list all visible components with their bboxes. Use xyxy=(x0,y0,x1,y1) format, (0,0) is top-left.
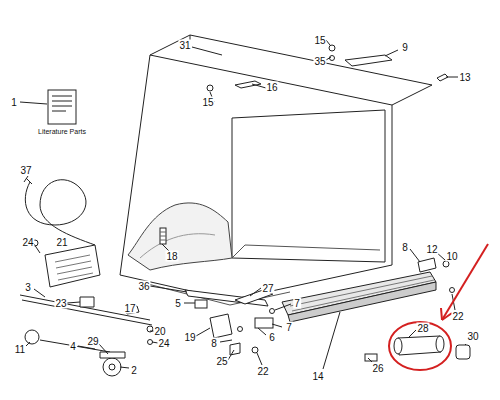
callout-number: 20 xyxy=(153,326,166,337)
callout-number: 9 xyxy=(401,42,409,53)
callout-number: 15 xyxy=(313,35,326,46)
callout-number: 24 xyxy=(157,338,170,349)
callout-number: 10 xyxy=(445,251,458,262)
callout-number: 4 xyxy=(69,341,77,352)
callout-number: 23 xyxy=(54,298,67,309)
callout-number: 7 xyxy=(285,322,293,333)
callout-number: 24 xyxy=(21,237,34,248)
callout-number: 26 xyxy=(371,363,384,374)
callout-number: 31 xyxy=(178,40,191,51)
callout-number: 22 xyxy=(451,311,464,322)
callout-number: 1 xyxy=(10,97,18,108)
callout-number: 14 xyxy=(311,371,324,382)
callout-number: 8 xyxy=(401,242,409,253)
callout-number: 37 xyxy=(19,165,32,176)
callout-number: 7 xyxy=(293,298,301,309)
callout-number: 19 xyxy=(183,332,196,343)
callout-number: 15 xyxy=(201,97,214,108)
callout-number: 22 xyxy=(256,366,269,377)
callout-number: 29 xyxy=(86,336,99,347)
callout-number: 21 xyxy=(55,237,68,248)
callout-number: 3 xyxy=(24,282,32,293)
callout-number: 28 xyxy=(416,323,429,334)
callout-number: 11 xyxy=(14,344,26,355)
callout-number: 36 xyxy=(137,281,150,292)
callout-number: 35 xyxy=(313,56,326,67)
callout-number: 17 xyxy=(123,303,136,314)
callout-number: 13 xyxy=(458,72,471,83)
callout-number: 30 xyxy=(466,331,479,342)
callout-number: 2 xyxy=(130,365,138,376)
callout-number: 6 xyxy=(268,332,276,343)
callout-number: 12 xyxy=(425,244,438,255)
callout-number: 16 xyxy=(265,82,278,93)
callout-number: 25 xyxy=(215,356,228,367)
literature-label: Literature Parts xyxy=(37,128,87,136)
callout-number: 27 xyxy=(261,283,274,294)
callout-number: 8 xyxy=(210,338,218,349)
callout-number: 18 xyxy=(165,251,178,262)
callout-number: 5 xyxy=(174,298,182,309)
